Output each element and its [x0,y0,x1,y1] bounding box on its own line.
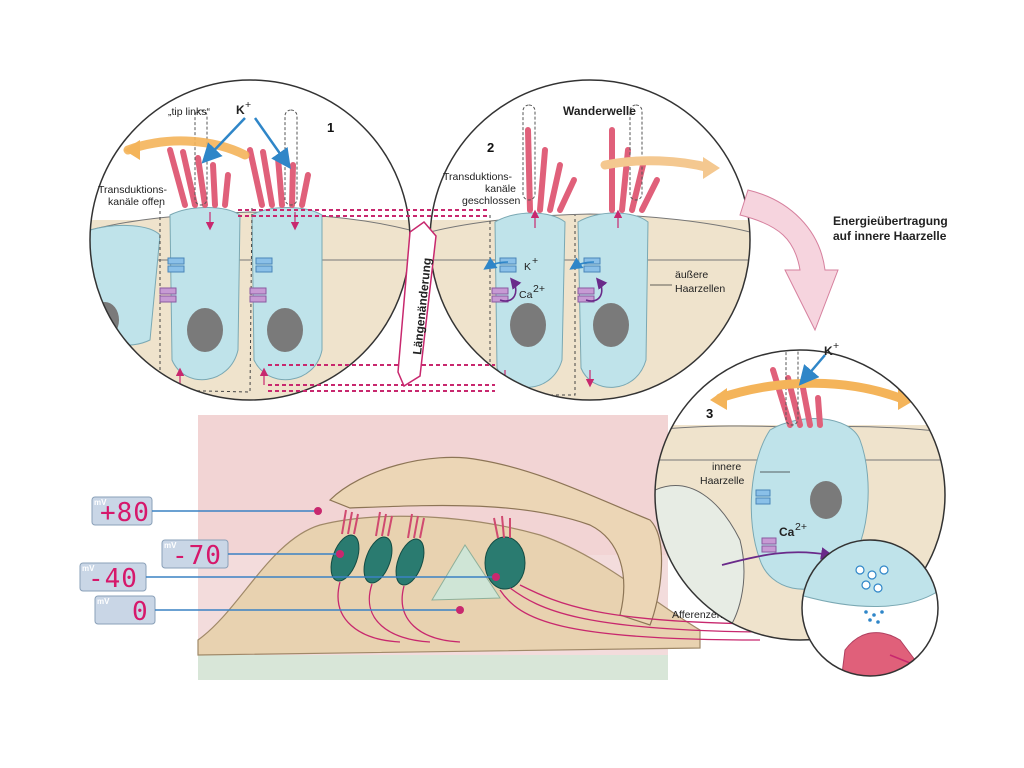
channels-closed-label: kanäle [485,183,516,195]
synaptic-vesicles [855,565,889,593]
connection-dashes [238,209,495,392]
mv-value: -70 [172,541,222,571]
stereocilia-bundle [167,147,231,208]
svg-text:+: + [532,255,538,267]
channels-closed-label: Transduktions- [443,171,513,183]
basilar-strip [198,655,668,680]
svg-text:+: + [245,99,251,111]
stereocilia-bundles [341,509,511,539]
outer-hair-cells-label: äußere [675,269,708,281]
svg-text:K: K [236,103,245,117]
svg-text:+: + [833,340,839,352]
panel-number: 2 [487,140,494,155]
wave-label: Wanderwelle [563,104,636,118]
membrane-channels [159,257,273,303]
motion-arrow [123,136,250,160]
outer-hair-cell [363,536,393,584]
svg-text:K: K [824,344,833,358]
motion-arrow [600,156,715,173]
outer-hair-cells-label: Haarzellen [675,283,725,295]
mv-unit: mV [97,597,110,606]
calcium-label: Ca 2+ [519,283,545,301]
membrane-channels [491,257,601,303]
tunnel-of-corti [431,544,501,601]
tectorial-membrane [328,456,663,626]
energy-label: auf innere Haarzelle [833,229,947,243]
channels-open-label: kanäle offen [108,196,165,208]
potential-outer-hair-cell: mV -70 [161,539,344,571]
mv-value: -40 [88,564,138,594]
potential-readouts: mV +80 mV -70 mV -40 mV [79,496,500,627]
inner-hair-cell [484,536,526,590]
channels-open-label: Transduktions- [98,184,168,196]
outer-hair-cell [395,538,425,586]
mv-value: +80 [100,498,150,528]
svg-text:Ca: Ca [779,525,795,539]
mv-unit: mV [82,564,95,573]
mv-unit: mV [164,541,177,550]
energy-transfer: Energieübertragung auf innere Haarzelle [739,189,948,332]
svg-text:K: K [524,261,531,273]
svg-text:Ca: Ca [519,289,533,301]
synapse-detail-circle [801,539,939,677]
svg-text:2+: 2+ [795,521,807,533]
cross-section: Afferenzen mV +80 mV -70 mV -40 [79,415,761,680]
membrane-channels [755,489,777,553]
afferent-fibers [337,581,761,643]
afferents-label: Afferenzen [672,609,723,621]
mv-value: 0 [132,597,149,627]
stereocilia-bundle [525,127,577,213]
panel-2-circle: 2 Wanderwelle Transduktions- kanäle gesc… [429,79,751,401]
tip-links-label: „tip links“ [168,106,211,118]
calcium-label: Ca 2+ [779,521,807,539]
panel-number: 1 [327,120,334,135]
potential-perilymph: mV 0 [94,595,464,627]
potassium-label: K + [236,99,251,117]
potential-endolymph: mV +80 [91,496,322,528]
energy-label: Energieübertragung [833,214,948,228]
mv-unit: mV [94,498,107,507]
panel-number: 3 [706,406,713,421]
svg-text:2+: 2+ [533,283,545,295]
inner-hair-cell-label: innere [712,461,741,473]
potential-inner-hair-cell: mV -40 [79,562,500,594]
potassium-label: K + [524,255,538,273]
outer-hair-cells [330,534,425,586]
inner-hair-cell-label: Haarzelle [700,475,745,487]
energy-arrow [739,189,839,332]
panel-1-circle: 1 „tip links“ K + Transduktions- kanäle … [89,79,411,401]
potassium-label: K + [824,340,839,358]
outer-hair-cell [169,207,241,381]
channels-closed-label: geschlossen [462,195,521,207]
